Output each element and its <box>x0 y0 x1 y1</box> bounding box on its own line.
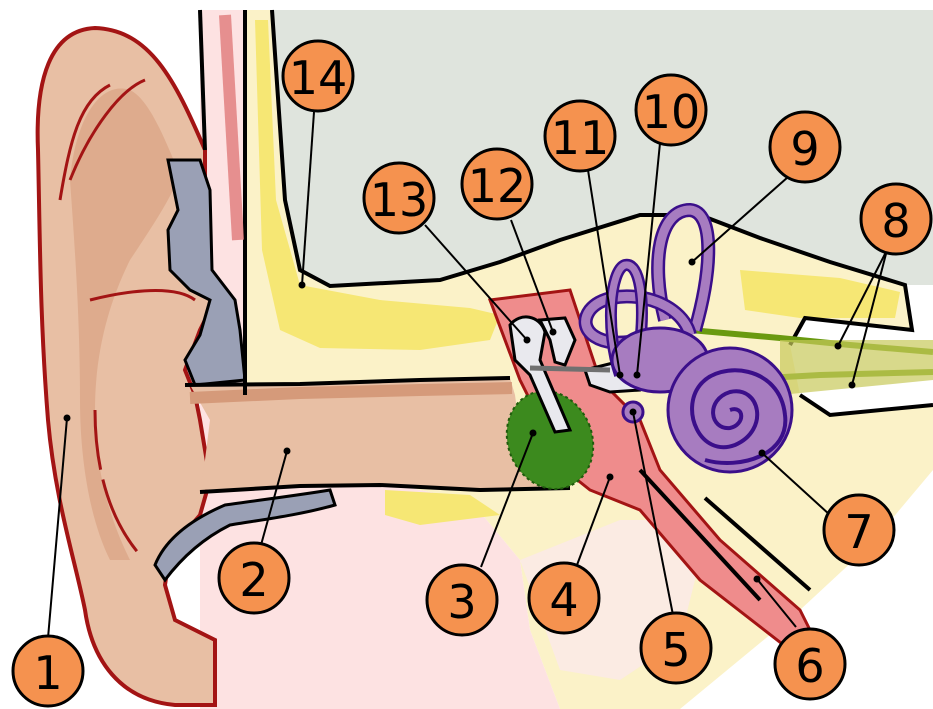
label-8: 8 <box>861 184 931 254</box>
label-11-text: 11 <box>551 111 610 165</box>
label-6: 6 <box>775 629 845 699</box>
label-7: 7 <box>824 495 894 565</box>
label-3: 3 <box>427 565 497 635</box>
label-13-text: 13 <box>370 173 429 227</box>
label-8-text: 8 <box>881 194 910 248</box>
label-6-text: 6 <box>795 639 824 693</box>
label-1: 1 <box>13 636 83 706</box>
label-2: 2 <box>219 543 289 613</box>
label-10: 10 <box>636 75 706 145</box>
label-3-text: 3 <box>447 575 476 629</box>
label-5-text: 5 <box>661 623 690 677</box>
ossicle-ligament <box>530 368 610 370</box>
label-1-text: 1 <box>33 646 62 700</box>
label-12-text: 12 <box>468 159 527 213</box>
label-7-text: 7 <box>844 505 873 559</box>
label-9: 9 <box>770 112 840 182</box>
label-9-text: 9 <box>790 122 819 176</box>
label-14-text: 14 <box>289 51 348 105</box>
label-12: 12 <box>462 149 532 219</box>
label-11: 11 <box>545 101 615 171</box>
label-2-text: 2 <box>239 553 268 607</box>
label-10-text: 10 <box>642 85 701 139</box>
label-14: 14 <box>283 41 353 111</box>
label-5: 5 <box>641 613 711 683</box>
label-13: 13 <box>364 163 434 233</box>
label-4-text: 4 <box>549 573 578 627</box>
label-4: 4 <box>529 563 599 633</box>
